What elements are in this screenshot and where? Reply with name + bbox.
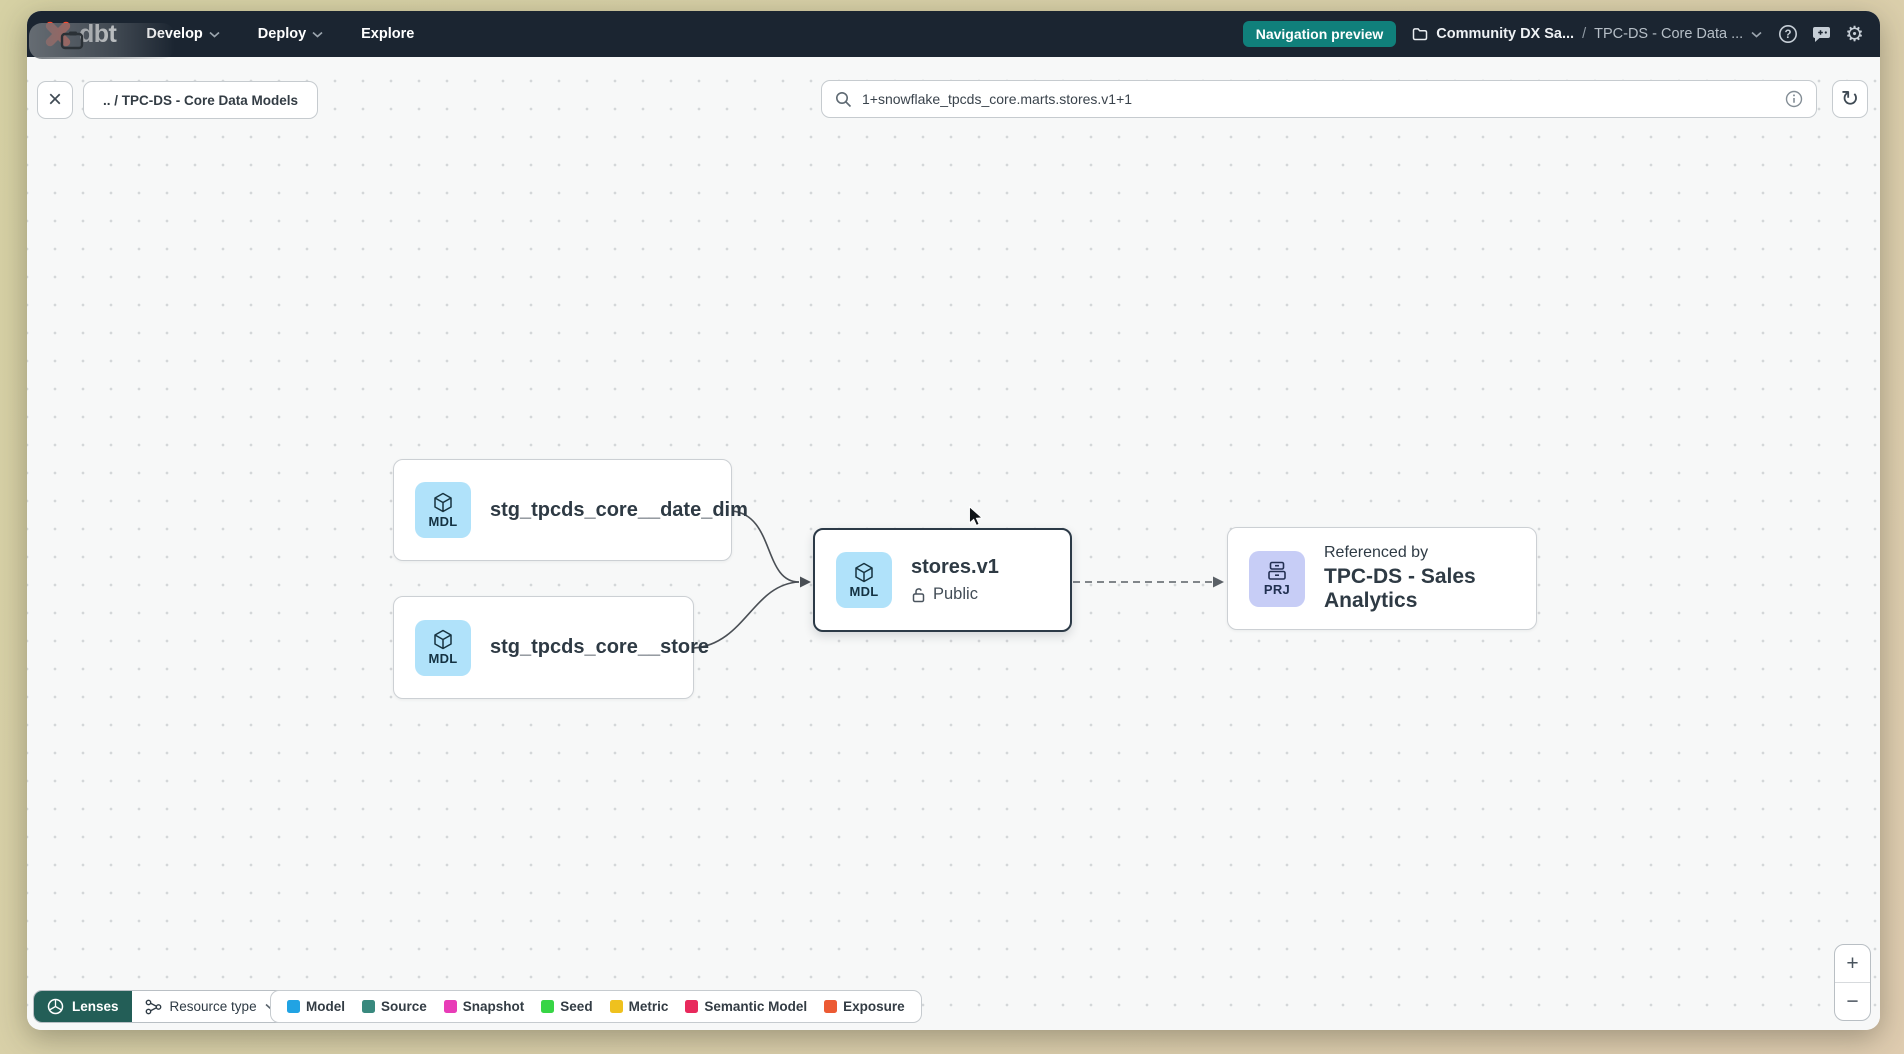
legend-label: Seed <box>560 999 593 1014</box>
nav-menu-deploy-label: Deploy <box>257 26 307 42</box>
node-stg-tpcds-core-store[interactable]: MDL stg_tpcds_core__store <box>393 596 709 699</box>
chevron-down-icon <box>312 31 323 38</box>
cube-icon <box>434 629 452 650</box>
node-label: TPC-DS - Sales Analytics <box>1324 565 1476 612</box>
model-badge-label: MDL <box>849 583 879 599</box>
chevron-down-icon <box>209 31 220 38</box>
navbar-right: Navigation preview Community DX Sa... / … <box>1242 21 1864 47</box>
node-label: stg_tpcds_core__store <box>490 636 709 658</box>
legend-item-model: Model <box>287 999 345 1014</box>
project-badge: PRJ <box>1249 550 1305 607</box>
model-badge: MDL <box>415 619 471 676</box>
legend-item-source: Source <box>362 999 427 1014</box>
account-name[interactable]: Community DX Sa... <box>1436 26 1575 42</box>
lenses-label: Lenses <box>72 999 119 1014</box>
node-label: stores.v1 <box>911 556 999 578</box>
legend-swatch <box>443 1000 457 1013</box>
cube-icon <box>855 562 873 582</box>
legend-label: Semantic Model <box>704 999 808 1014</box>
lineage-canvas[interactable]: × .. / TPC-DS - Core Data Models ↻ MDL <box>27 57 1880 1030</box>
folder-icon <box>1413 28 1428 41</box>
legend-label: Metric <box>628 999 669 1014</box>
node-referenced-by-project[interactable]: PRJ Referenced by TPC-DS - Sales Analyti… <box>1227 527 1537 630</box>
top-navbar: dbt Develop Deploy Explore Navigation pr… <box>27 11 1880 57</box>
edge-date-dim-to-stores <box>731 510 800 583</box>
referenced-by-kicker: Referenced by <box>1324 544 1429 561</box>
lens-control-group: Lenses Resource type <box>33 990 290 1023</box>
help-icon[interactable]: ? <box>1778 24 1798 44</box>
navbar-icon-group: ? ⚙ <box>1778 24 1864 45</box>
model-badge: MDL <box>415 482 471 538</box>
app-window: dbt Develop Deploy Explore Navigation pr… <box>27 11 1880 1030</box>
nav-menu-deploy[interactable]: Deploy <box>258 26 323 42</box>
zoom-controls: + − <box>1834 944 1871 1021</box>
node-stg-tpcds-core-date-dim[interactable]: MDL stg_tpcds_core__date_dim <box>393 459 748 561</box>
edge-arrowhead <box>800 576 811 588</box>
legend-item-snapshot: Snapshot <box>443 999 525 1014</box>
nav-menu-explore-label: Explore <box>361 26 415 42</box>
settings-gear-icon[interactable]: ⚙ <box>1845 22 1864 46</box>
access-row: Public <box>911 585 999 604</box>
zoom-in-button[interactable]: + <box>1846 951 1859 975</box>
breadcrumb-separator: / <box>1582 26 1587 42</box>
legend-label: Snapshot <box>462 999 525 1014</box>
legend-swatch <box>362 1000 375 1013</box>
node-text-block: stores.v1 Public <box>911 556 999 604</box>
legend-item-semantic-model: Semantic Model <box>685 999 807 1014</box>
node-stores-v1[interactable]: MDL stores.v1 Public <box>813 528 1072 632</box>
resource-network-icon <box>145 999 161 1014</box>
lenses-button[interactable]: Lenses <box>34 991 132 1022</box>
legend-swatch <box>609 1000 623 1013</box>
mouse-cursor <box>969 506 984 526</box>
project-name[interactable]: TPC-DS - Core Data ... <box>1594 26 1744 42</box>
info-icon[interactable] <box>1785 90 1803 108</box>
screen-recorder-pill <box>29 23 175 59</box>
refresh-lineage-button[interactable]: ↻ <box>1832 80 1868 118</box>
lens-aperture-icon <box>47 998 64 1015</box>
feedback-icon[interactable] <box>1812 26 1831 43</box>
node-label: stg_tpcds_core__date_dim <box>490 498 748 521</box>
legend-label: Exposure <box>843 999 905 1014</box>
zoom-out-button[interactable]: − <box>1835 982 1870 1020</box>
resource-type-label: Resource type <box>169 999 257 1014</box>
access-label: Public <box>933 585 978 603</box>
chevron-down-icon[interactable] <box>1751 31 1762 38</box>
node-text-block: Referenced by TPC-DS - Sales Analytics <box>1324 544 1536 613</box>
project-badge-label: PRJ <box>1263 581 1291 597</box>
lineage-search-box <box>821 80 1817 118</box>
resource-type-legend: Model Source Snapshot Seed Metric Semant… <box>270 990 922 1023</box>
edge-store-to-stores <box>693 581 800 649</box>
cube-icon <box>434 492 452 512</box>
search-icon <box>836 91 852 107</box>
model-badge-label: MDL <box>428 651 458 666</box>
svg-text:?: ? <box>1785 29 1792 41</box>
model-badge: MDL <box>836 552 892 608</box>
nav-menu-explore[interactable]: Explore <box>361 26 414 42</box>
legend-swatch <box>287 1000 300 1013</box>
legend-label: Model <box>306 999 345 1014</box>
lineage-breadcrumb-chip[interactable]: .. / TPC-DS - Core Data Models <box>83 81 319 119</box>
legend-item-metric: Metric <box>609 999 669 1014</box>
legend-label: Source <box>381 999 427 1014</box>
project-breadcrumb: Community DX Sa... / TPC-DS - Core Data … <box>1412 26 1762 42</box>
legend-swatch <box>541 1000 555 1013</box>
legend-swatch <box>685 1000 699 1013</box>
legend-swatch <box>824 1000 838 1013</box>
project-drawers-icon <box>1268 561 1286 580</box>
navigation-preview-badge[interactable]: Navigation preview <box>1242 21 1397 47</box>
lineage-selector-input[interactable] <box>862 91 1775 107</box>
close-button[interactable]: × <box>37 81 73 119</box>
resource-type-dropdown[interactable]: Resource type <box>131 991 289 1022</box>
model-badge-label: MDL <box>428 513 458 529</box>
recorder-camera-icon <box>60 31 84 50</box>
unlocked-padlock-icon <box>912 587 925 602</box>
edge-arrowhead <box>1213 576 1224 588</box>
legend-item-seed: Seed <box>541 999 593 1014</box>
legend-item-exposure: Exposure <box>824 999 905 1014</box>
